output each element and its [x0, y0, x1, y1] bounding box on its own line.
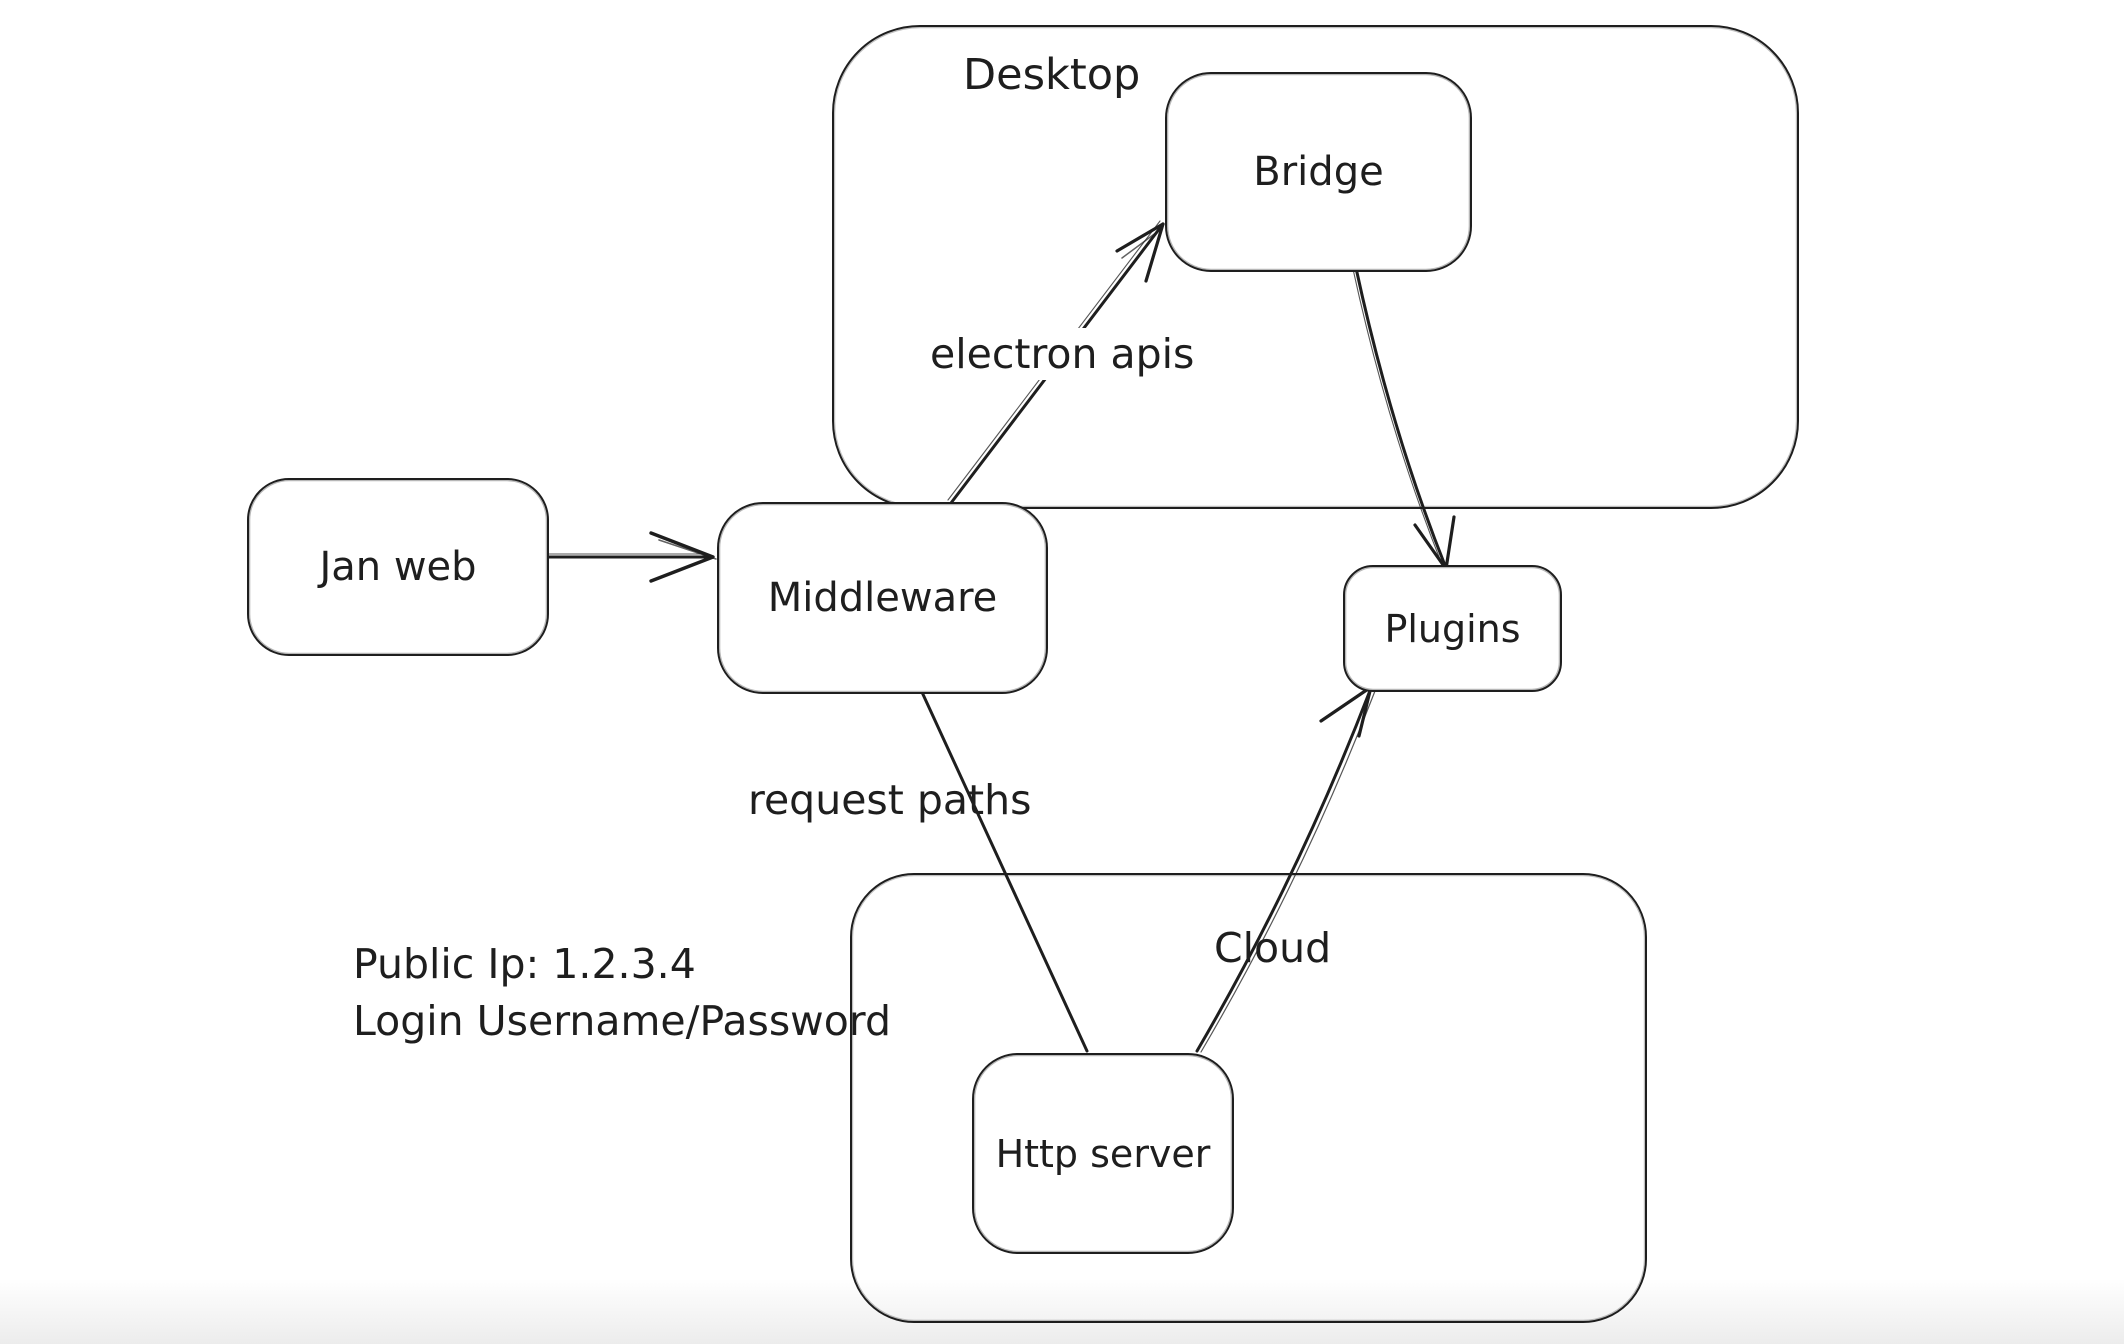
node-http-server-label: Http server — [995, 1131, 1211, 1176]
node-plugins[interactable]: Plugins — [1343, 565, 1562, 692]
node-middleware-label: Middleware — [767, 575, 998, 621]
annotation-line-public-ip: Public Ip: 1.2.3.4 — [353, 940, 696, 988]
edge-label-electron-apis[interactable]: electron apis — [920, 328, 1205, 380]
node-jan-web[interactable]: Jan web — [247, 478, 549, 656]
node-jan-web-label: Jan web — [319, 544, 477, 590]
arrow-bridge-to-plugins[interactable] — [1352, 266, 1456, 571]
edge-label-request-paths[interactable]: request paths — [748, 776, 1032, 824]
node-middleware[interactable]: Middleware — [717, 502, 1048, 694]
node-plugins-label: Plugins — [1384, 606, 1521, 651]
node-bridge-label: Bridge — [1253, 149, 1384, 195]
annotation-text[interactable]: Public Ip: 1.2.3.4 Login Username/Passwo… — [353, 936, 891, 1049]
line-middleware-to-httpserver[interactable] — [919, 688, 1089, 1053]
annotation-line-login: Login Username/Password — [353, 996, 891, 1045]
arrow-httpserver-to-plugins[interactable] — [1195, 685, 1376, 1053]
container-desktop[interactable] — [832, 25, 1799, 509]
container-cloud-label[interactable]: Cloud — [1214, 924, 1332, 972]
node-bridge[interactable]: Bridge — [1165, 72, 1472, 272]
arrow-janweb-to-middleware[interactable] — [543, 531, 717, 583]
container-cloud[interactable] — [850, 873, 1647, 1323]
node-http-server[interactable]: Http server — [972, 1053, 1234, 1254]
container-desktop-label[interactable]: Desktop — [963, 50, 1141, 100]
